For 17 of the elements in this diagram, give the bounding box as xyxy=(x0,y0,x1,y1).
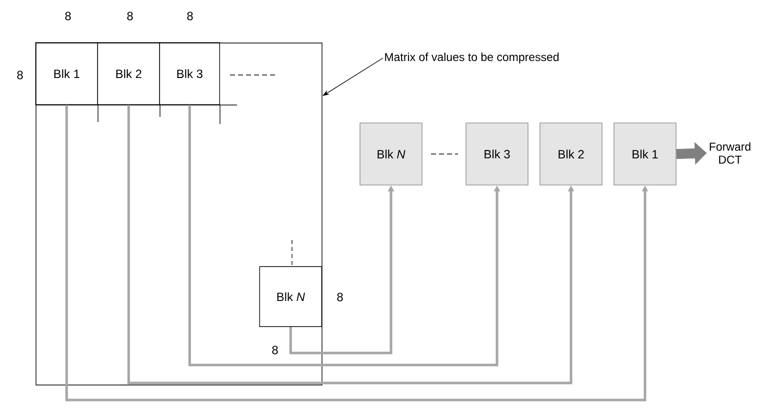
dimension-label: 8 xyxy=(65,12,71,20)
dimension-label: 8 xyxy=(272,346,278,354)
dimension-label: 8 xyxy=(127,12,133,20)
dimension-label: 8 xyxy=(17,70,23,80)
matrix-box xyxy=(36,42,322,386)
block-box: Blk 1 xyxy=(614,122,676,186)
block-box: Blk 3 xyxy=(466,122,528,186)
dimension-label: 8 xyxy=(337,292,343,302)
block-cell: Blk 1 xyxy=(35,42,98,105)
block-cell: Blk 3 xyxy=(159,42,220,105)
block-cell: Blk N xyxy=(259,266,322,327)
block-box: Blk 2 xyxy=(540,122,602,186)
block-box: Blk N xyxy=(360,122,422,186)
dimension-label: 8 xyxy=(187,12,193,20)
block-cell: Blk 2 xyxy=(97,42,160,105)
output-text: Forward DCT xyxy=(710,142,750,164)
annotation-text: Matrix of values to be compressed xyxy=(385,52,559,64)
